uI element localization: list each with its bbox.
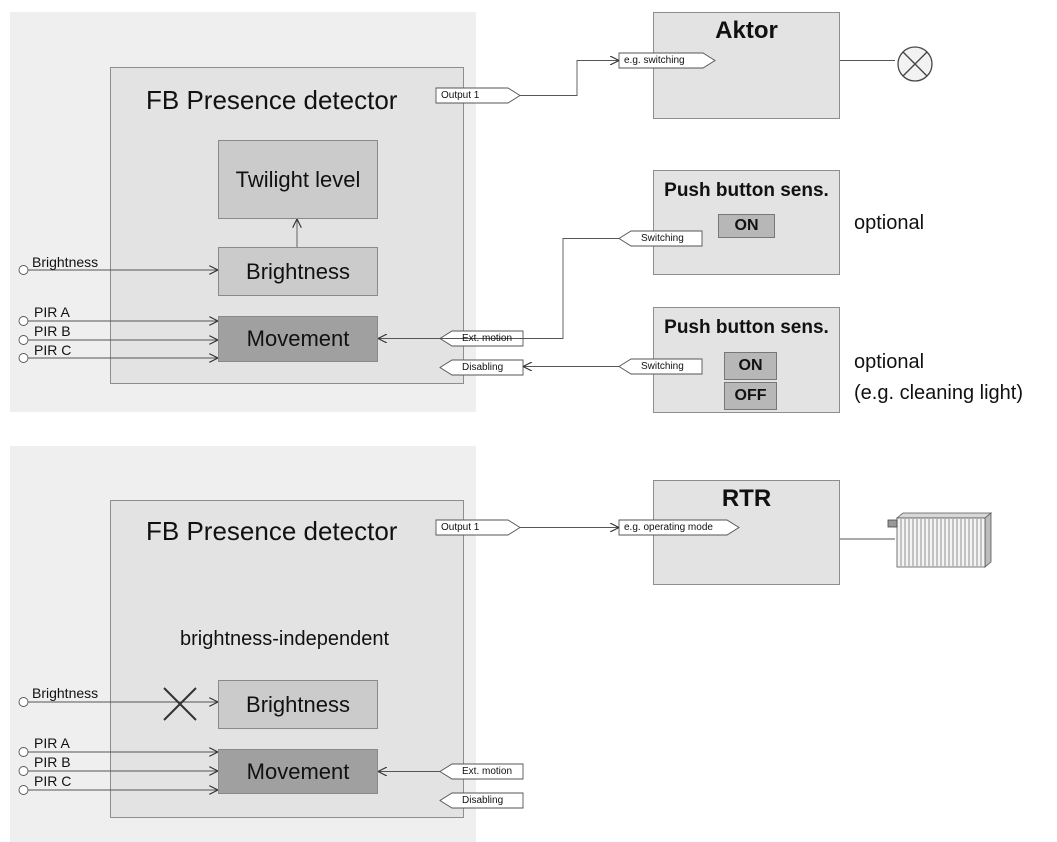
bottom-movement-block-label: Movement <box>246 758 350 784</box>
top-input-pir-b-label: PIR B <box>34 323 71 339</box>
radiator-icon <box>887 512 993 568</box>
bottom-input-pir-a-label: PIR A <box>34 735 70 751</box>
top-fb-title: FB Presence detector <box>146 85 398 115</box>
push-button-2-optional-note: optional <box>854 351 925 373</box>
top-twilight-level-block: Twilight level <box>218 140 378 219</box>
rtr-input-tag: e.g. operating mode <box>624 522 713 533</box>
actuator-box: Aktor <box>653 12 840 119</box>
top-movement-block: Movement <box>218 316 378 362</box>
top-twilight-level-label: Twilight level <box>235 166 361 192</box>
push-button-1-on-button[interactable]: ON <box>718 214 775 238</box>
top-brightness-block-label: Brightness <box>246 258 350 284</box>
top-output-1-tag: Output 1 <box>441 90 480 101</box>
top-disabling-tag: Disabling <box>462 362 504 373</box>
bottom-ext-motion-tag: Ext. motion <box>462 766 513 777</box>
push-button-1-switching-tag: Switching <box>641 233 684 244</box>
push-button-2-switching-tag: Switching <box>641 361 684 372</box>
push-button-sensor-2-title: Push button sens. <box>664 317 829 338</box>
actuator-input-tag: e.g. switching <box>624 55 685 66</box>
top-input-brightness-label: Brightness <box>32 254 99 270</box>
push-button-2-on-button[interactable]: ON <box>724 352 777 380</box>
bottom-brightness-block-label: Brightness <box>246 691 350 717</box>
lamp-icon <box>897 46 933 82</box>
bottom-movement-block: Movement <box>218 749 378 794</box>
bottom-input-pir-b-label: PIR B <box>34 754 71 770</box>
push-button-sensor-1: Push button sens. ON <box>653 170 840 275</box>
top-movement-block-label: Movement <box>246 326 350 351</box>
bottom-brightness-independent-label: brightness-independent <box>180 628 390 650</box>
push-button-2-cleaning-light-note: (e.g. cleaning light) <box>854 382 1023 404</box>
rtr-title: RTR <box>721 485 772 512</box>
top-input-pir-c-label: PIR C <box>34 342 72 358</box>
top-input-pir-a-label: PIR A <box>34 304 70 320</box>
top-brightness-block: Brightness <box>218 247 378 296</box>
actuator-title: Aktor <box>715 17 778 44</box>
push-button-1-optional-note: optional <box>854 212 925 234</box>
bottom-disabling-tag: Disabling <box>462 795 504 806</box>
cross-icon <box>163 687 197 721</box>
push-button-sensor-1-title: Push button sens. <box>664 180 829 201</box>
bottom-input-pir-c-label: PIR C <box>34 773 72 789</box>
bottom-input-brightness-label: Brightness <box>32 685 99 701</box>
bottom-brightness-block: Brightness <box>218 680 378 729</box>
top-ext-motion-tag: Ext. motion <box>462 333 513 344</box>
bottom-fb-title: FB Presence detector <box>146 516 398 546</box>
bottom-output-1-tag: Output 1 <box>441 522 480 533</box>
push-button-2-off-button[interactable]: OFF <box>724 382 777 410</box>
